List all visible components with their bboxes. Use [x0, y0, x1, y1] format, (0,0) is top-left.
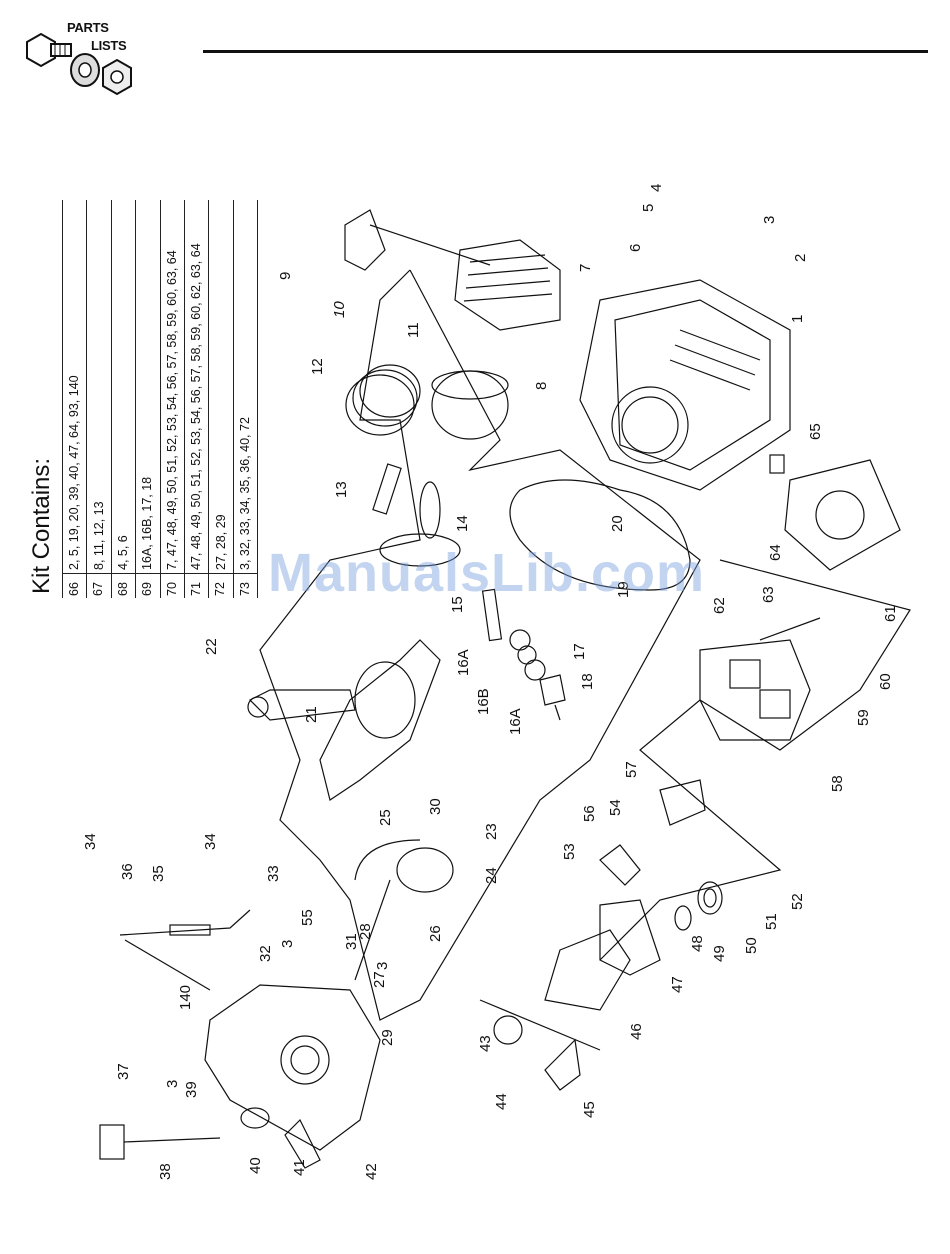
callout-label: 24	[483, 867, 500, 884]
callout-label: 33	[265, 865, 282, 882]
callout-label: 20	[609, 515, 626, 532]
callout-label: 5	[640, 204, 657, 212]
callout-label: 53	[561, 843, 578, 860]
callout-label: 7	[577, 264, 594, 272]
callout-label: 21	[303, 706, 320, 723]
callout-label: 18	[579, 673, 596, 690]
callout-label: 44	[493, 1093, 510, 1110]
assembly-outlines	[99, 209, 911, 1169]
callout-label: 22	[203, 638, 220, 655]
callout-label: 42	[363, 1163, 380, 1180]
callout-label: 3	[374, 962, 391, 970]
callout-label: 16B	[475, 688, 492, 715]
callout-label: 31	[343, 933, 360, 950]
callout-label: 35	[150, 865, 167, 882]
callout-label: 8	[533, 382, 550, 390]
callout-label: 38	[157, 1163, 174, 1180]
callout-label: 3	[279, 940, 296, 948]
callout-label: 57	[623, 761, 640, 778]
callout-label: 54	[607, 799, 624, 816]
parts-lists-logo: PARTS LISTS	[15, 12, 135, 102]
callout-label: 37	[115, 1063, 132, 1080]
callout-label: 6	[627, 244, 644, 252]
callout-label: 14	[454, 515, 471, 532]
callout-label: 64	[767, 544, 784, 561]
callout-label: 63	[760, 586, 777, 603]
callout-label: 3	[164, 1080, 181, 1088]
callout-label: 23	[483, 823, 500, 840]
callout-label: 51	[763, 913, 780, 930]
callout-label: 12	[309, 358, 326, 375]
callout-label: 43	[477, 1035, 494, 1052]
callout-label: 15	[449, 596, 466, 613]
callout-labels: 1 2 3 3 3 3 4 5 6 7 8 9 10 11 12 13 14 1…	[82, 184, 899, 1180]
header-rule	[203, 50, 928, 53]
callout-label: 41	[291, 1159, 308, 1176]
callout-label: 140	[177, 985, 194, 1010]
callout-label: 9	[277, 272, 294, 280]
callout-label: 4	[648, 184, 665, 192]
callout-label: 46	[628, 1023, 645, 1040]
callout-label: 25	[377, 809, 394, 826]
callout-label: 45	[581, 1101, 598, 1118]
callout-label: 60	[877, 673, 894, 690]
callout-label: 50	[743, 937, 760, 954]
callout-label: 27	[371, 971, 388, 988]
callout-label: 48	[689, 935, 706, 952]
callout-label: 62	[711, 597, 728, 614]
callout-label: 32	[257, 945, 274, 962]
callout-label: 40	[247, 1157, 264, 1174]
watermark: ManualsLib.com	[268, 543, 706, 603]
callout-label: 16A	[507, 708, 524, 735]
callout-label: 29	[379, 1029, 396, 1046]
callout-label: 3	[761, 216, 778, 224]
callout-label: 36	[119, 863, 136, 880]
callout-label: 65	[807, 423, 824, 440]
callout-label: 59	[855, 709, 872, 726]
callout-label: 34	[202, 833, 219, 850]
callout-label: 16A	[455, 649, 472, 676]
callout-label: 10	[331, 301, 348, 318]
callout-label: 61	[882, 605, 899, 622]
callout-label: 2	[792, 254, 809, 262]
callout-label: 52	[789, 893, 806, 910]
callout-label: 55	[299, 909, 316, 926]
callout-label: 30	[427, 798, 444, 815]
callout-label: 58	[829, 775, 846, 792]
callout-label: 19	[615, 581, 632, 598]
callout-label: 28	[357, 923, 374, 940]
callout-label: 26	[427, 925, 444, 942]
callout-label: 39	[183, 1081, 200, 1098]
callout-label: 17	[571, 643, 588, 660]
callout-label: 34	[82, 833, 99, 850]
callout-label: 13	[333, 481, 350, 498]
bolt-washer-nut-icon	[26, 32, 132, 96]
logo-text-lists: LISTS	[91, 38, 127, 53]
callout-label: 47	[669, 976, 686, 993]
callout-label: 11	[405, 322, 422, 338]
logo-text-parts: PARTS	[67, 20, 109, 35]
callout-label: 49	[711, 945, 728, 962]
callout-label: 1	[789, 315, 806, 323]
callout-label: 56	[581, 805, 598, 822]
